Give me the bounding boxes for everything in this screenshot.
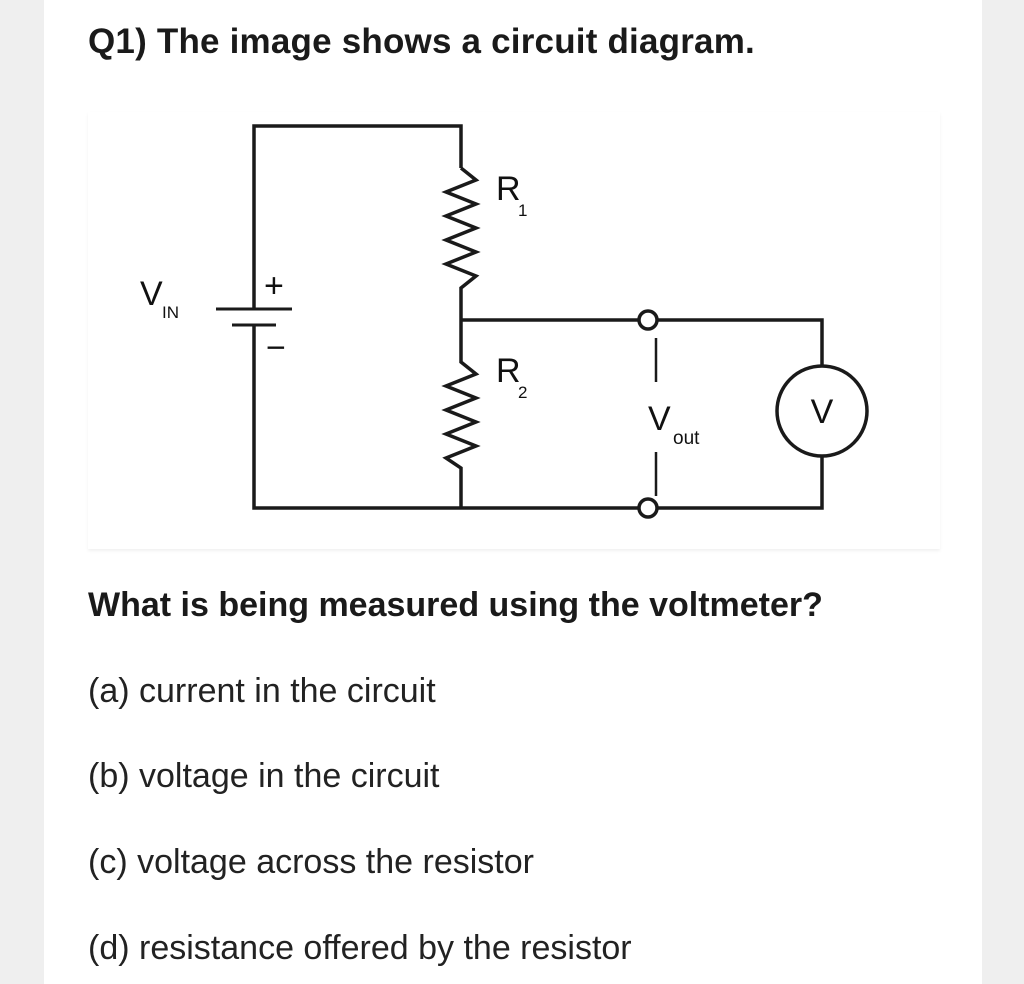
wire-bottom xyxy=(252,325,639,510)
option-text: voltage in the circuit xyxy=(139,757,440,795)
resistor-r1 xyxy=(441,166,481,320)
option-letter: (d) xyxy=(88,929,130,967)
vout-subscript: out xyxy=(673,428,700,449)
vin-subscript: IN xyxy=(162,303,179,322)
question-prompt: What is being measured using the voltmet… xyxy=(88,586,823,624)
r1-label: R xyxy=(496,170,521,208)
circuit-svg: V IN + − R 1 R 2 V out V xyxy=(140,124,869,519)
option-c[interactable]: (c) voltage across the resistor xyxy=(88,843,534,882)
vout-terminal-bottom xyxy=(637,497,659,519)
r1-subscript: 1 xyxy=(518,201,527,220)
option-text: resistance offered by the resistor xyxy=(139,929,632,967)
r2-label: R xyxy=(496,352,521,390)
option-letter: (c) xyxy=(88,843,128,881)
vout-terminal-top xyxy=(637,309,659,331)
wire-voltmeter-bottom xyxy=(656,456,824,510)
wire-top xyxy=(252,124,463,265)
option-text: current in the circuit xyxy=(139,672,436,710)
vin-label: V xyxy=(140,275,163,313)
wire-voltmeter-top xyxy=(656,318,824,366)
option-letter: (b) xyxy=(88,757,130,795)
circuit-diagram: V IN + − R 1 R 2 V out V xyxy=(88,112,940,549)
option-d[interactable]: (d) resistance offered by the resistor xyxy=(88,929,632,968)
plus-label: + xyxy=(264,267,284,305)
option-a[interactable]: (a) current in the circuit xyxy=(88,672,436,711)
r2-subscript: 2 xyxy=(518,383,527,402)
option-b[interactable]: (b) voltage in the circuit xyxy=(88,757,440,796)
voltmeter-symbol xyxy=(775,364,869,458)
resistor-r2 xyxy=(441,320,481,508)
vout-label: V xyxy=(648,400,671,438)
option-letter: (a) xyxy=(88,672,130,710)
option-text: voltage across the resistor xyxy=(137,843,534,881)
voltmeter-label: V xyxy=(811,393,834,431)
minus-label: − xyxy=(266,329,286,367)
question-title: Q1) The image shows a circuit diagram. xyxy=(88,22,755,61)
